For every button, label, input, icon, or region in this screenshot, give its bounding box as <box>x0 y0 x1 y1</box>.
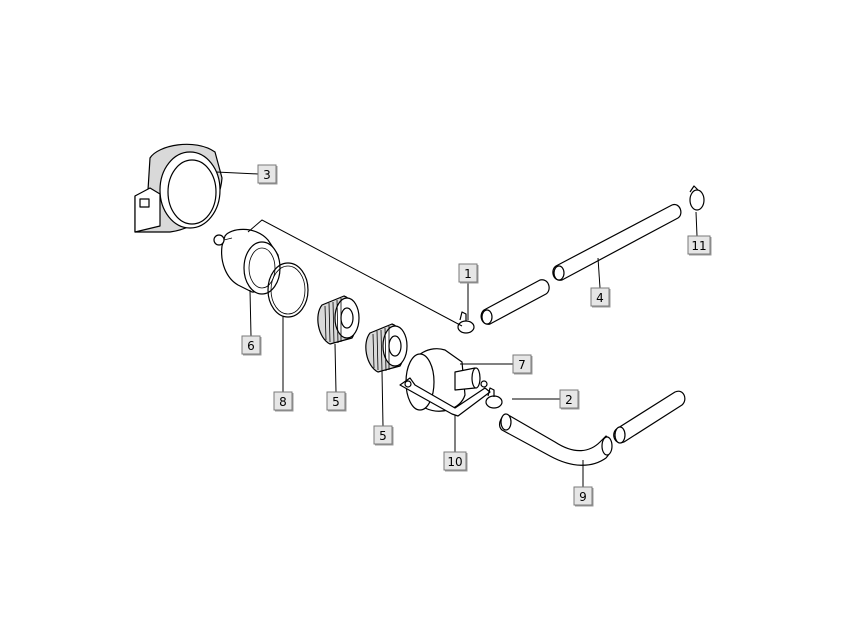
callout-label: 2 <box>565 393 573 407</box>
assembly-guide-line <box>247 219 463 327</box>
callout-label: 5 <box>332 395 340 409</box>
callout-label: 10 <box>447 455 462 469</box>
callout-4[interactable]: 4 <box>590 287 611 308</box>
callout-label: 8 <box>279 395 287 409</box>
part-2-hose-clip <box>485 387 503 409</box>
callout-5-b[interactable]: 5 <box>373 425 394 446</box>
short-hose <box>480 279 550 325</box>
part-1-hose-clip <box>457 311 475 334</box>
callout-label: 6 <box>247 339 255 353</box>
part-9-bent-hose <box>498 413 613 466</box>
callout-6[interactable]: 6 <box>241 335 262 356</box>
callout-3[interactable]: 3 <box>257 164 278 185</box>
callout-2[interactable]: 2 <box>559 389 580 410</box>
callout-8[interactable]: 8 <box>273 391 294 412</box>
part-5-filter-element-a <box>317 295 360 345</box>
part-4-long-hose <box>552 203 682 281</box>
callout-label: 9 <box>579 490 587 504</box>
leader-lines <box>215 171 698 487</box>
callout-10[interactable]: 10 <box>443 451 468 472</box>
callout-9[interactable]: 9 <box>573 486 594 507</box>
callout-1[interactable]: 1 <box>458 263 479 284</box>
callout-label: 4 <box>596 291 604 305</box>
straight-hose <box>613 390 686 444</box>
part-6-filter-housing <box>213 228 281 295</box>
part-3-clamp-ring <box>134 143 223 233</box>
callout-label: 5 <box>379 429 387 443</box>
callout-label: 7 <box>518 358 526 372</box>
callout-label: 1 <box>464 267 472 281</box>
callout-11[interactable]: 11 <box>687 235 712 256</box>
part-11-hose-clip <box>689 185 705 211</box>
callout-label: 11 <box>691 239 706 253</box>
part-10-mounting-bracket <box>399 377 491 417</box>
callout-7[interactable]: 7 <box>512 354 533 375</box>
callout-label: 3 <box>263 168 271 182</box>
part-5-filter-element-b <box>365 323 408 373</box>
callout-5-a[interactable]: 5 <box>326 391 347 412</box>
part-8-o-ring <box>267 262 309 318</box>
